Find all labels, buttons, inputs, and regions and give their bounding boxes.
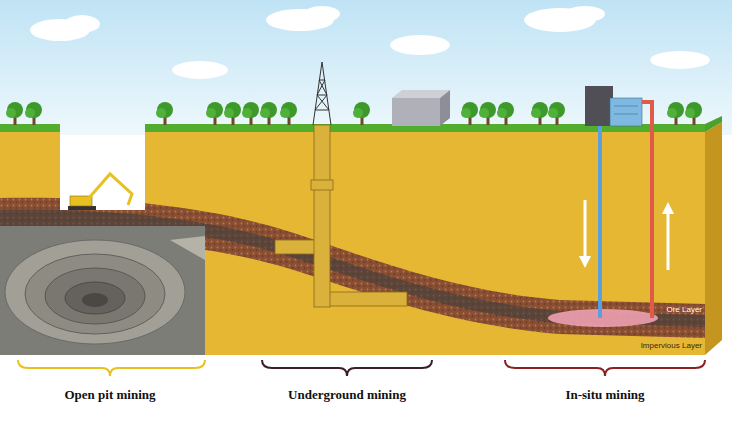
clouds — [30, 6, 710, 79]
sky — [0, 0, 732, 135]
bracket — [262, 360, 432, 376]
layer-label: Ore Layer — [666, 305, 702, 314]
surface-building — [392, 90, 450, 126]
method-caption: Underground mining — [288, 388, 406, 403]
grass-side — [705, 116, 722, 132]
bracket — [18, 360, 205, 376]
open-pit-photo — [0, 226, 205, 355]
recovery-well — [642, 102, 652, 318]
flow-arrow — [584, 200, 587, 262]
ground-side — [705, 122, 722, 355]
injection-well — [598, 126, 602, 318]
method-caption: Open pit mining — [64, 388, 155, 403]
derrick — [313, 62, 331, 125]
bracket — [505, 360, 705, 376]
underground-shaft — [275, 125, 407, 307]
leach-zone — [548, 309, 658, 327]
method-caption: In-situ mining — [565, 388, 644, 403]
layer-label: Impervious Layer — [641, 341, 702, 350]
flow-arrow — [667, 208, 670, 270]
in-situ-plant — [585, 86, 642, 126]
excavator — [68, 174, 132, 210]
grass-strip — [0, 124, 60, 132]
brackets — [18, 360, 705, 376]
